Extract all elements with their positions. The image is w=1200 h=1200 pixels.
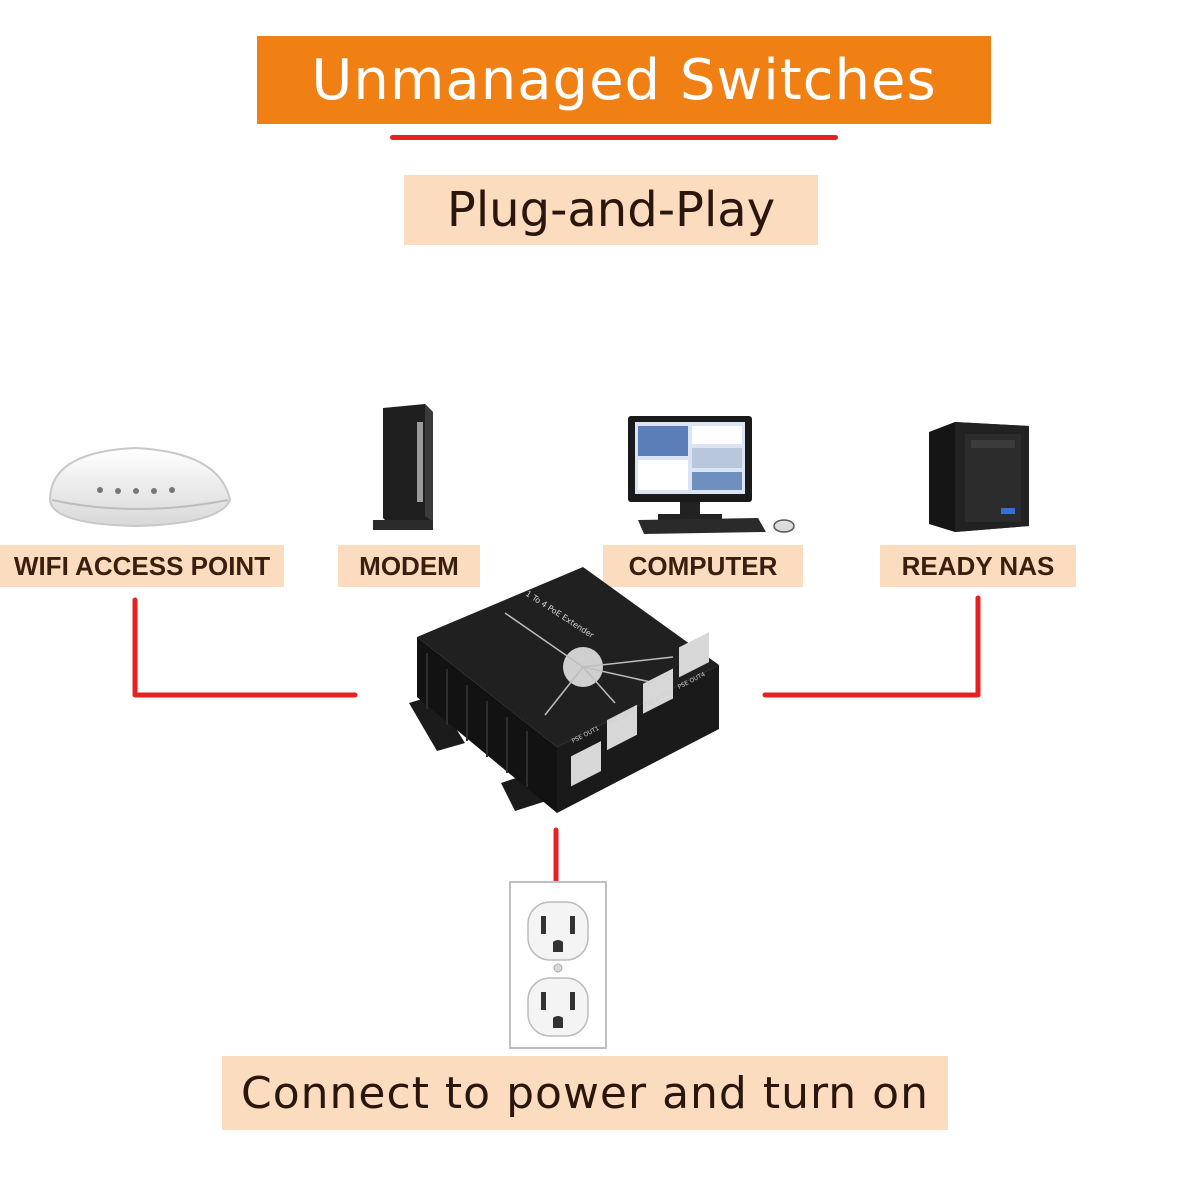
ethernet-port-4 <box>679 632 709 678</box>
subtitle: Plug-and-Play <box>446 182 776 238</box>
connector-line-left <box>132 597 358 698</box>
ethernet-port-2 <box>607 704 637 751</box>
device-label-modem: MODEM <box>338 545 480 587</box>
ethernet-port-3 <box>643 668 673 714</box>
footer-banner: Connect to power and turn on <box>222 1056 948 1130</box>
footer-text: Connect to power and turn on <box>241 1067 929 1119</box>
nas-icon <box>929 422 1029 532</box>
device-label-computer: COMPUTER <box>603 545 803 587</box>
power-outlet-icon <box>509 881 607 1049</box>
title-underline <box>390 135 838 140</box>
connector-line-right <box>762 595 981 698</box>
device-label-ready-nas: READY NAS <box>880 545 1076 587</box>
device-label-wifi-access-point: WIFI ACCESS POINT <box>0 545 284 587</box>
mount-ear-left <box>409 695 465 751</box>
page-title: Unmanaged Switches <box>311 47 937 113</box>
switch-front-face <box>557 665 719 813</box>
modem-icon <box>373 404 433 530</box>
wifi-access-point-icon <box>48 446 232 528</box>
ethernet-port-1 <box>571 741 601 787</box>
title-banner: Unmanaged Switches <box>257 36 991 124</box>
subtitle-banner: Plug-and-Play <box>404 175 818 245</box>
ethernet-ports <box>571 632 709 787</box>
poe-extender-icon: 1 To 4 PoE Extender PSE OUT1 PSE OUT2 PS… <box>409 567 719 813</box>
computer-icon <box>628 416 795 534</box>
